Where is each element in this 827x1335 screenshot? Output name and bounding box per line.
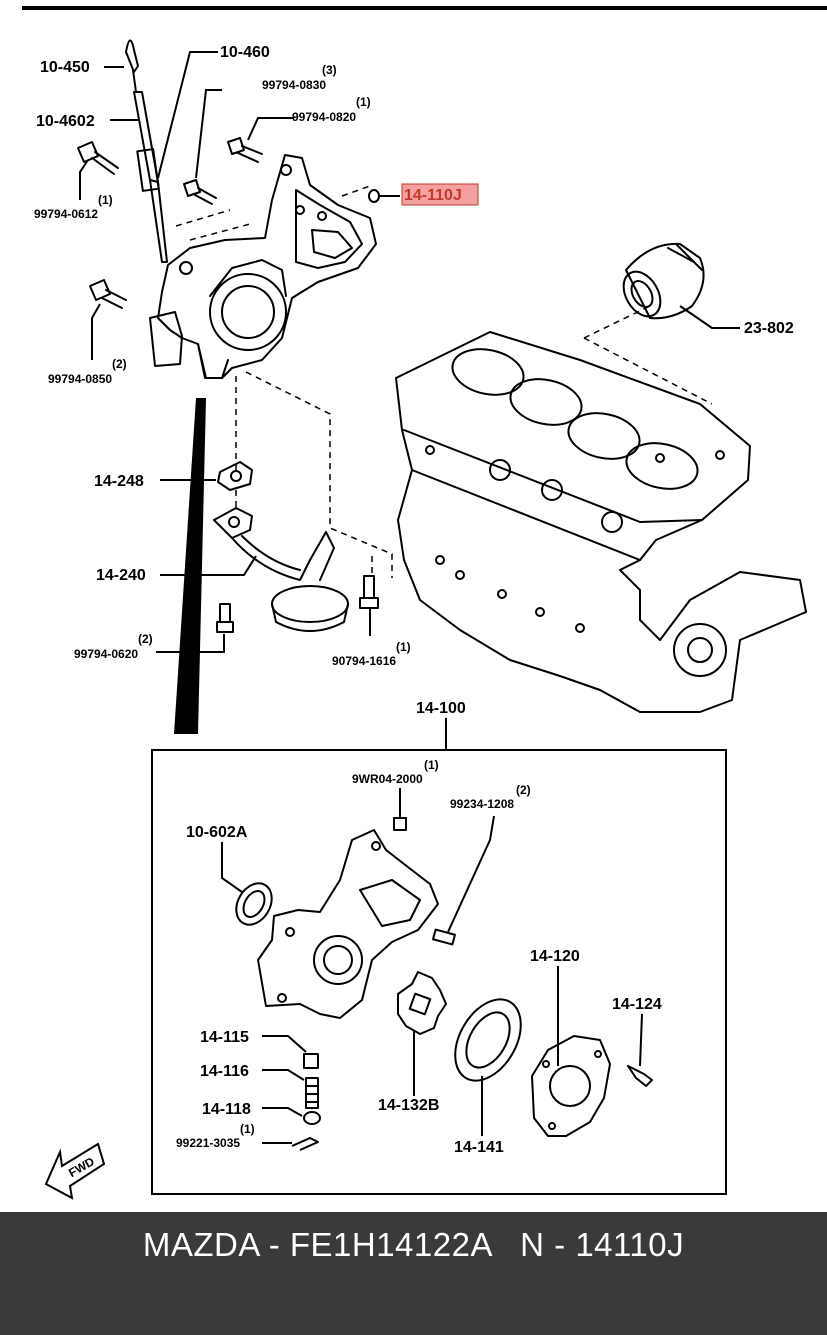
label-9wr04-2000: 9WR04-2000: [352, 772, 423, 786]
label-23-802: 23-802: [744, 320, 794, 337]
label-99794-0820: 99794-0820: [292, 110, 356, 124]
label-14-118: 14-118: [202, 1101, 251, 1118]
bolt-1616-drawing: [359, 575, 379, 609]
label-14-248: 14-248: [94, 473, 144, 490]
gasket-drawing: [217, 461, 253, 491]
label-99794-0612: 99794-0612: [34, 207, 98, 221]
qty-1208: (2): [516, 783, 531, 797]
label-14-240: 14-240: [96, 567, 146, 584]
label-99794-0850: 99794-0850: [48, 372, 112, 386]
leader-lines-upper: [79, 51, 740, 750]
highlight-box: [401, 183, 479, 206]
label-14-141: 14-141: [454, 1139, 504, 1156]
label-14-120: 14-120: [530, 948, 580, 965]
qty-0620: (2): [138, 632, 153, 646]
engine-block-drawing: [395, 331, 807, 713]
label-10-460: 10-460: [220, 44, 270, 61]
qty-2000: (1): [424, 758, 439, 772]
qty-3035: (1): [240, 1122, 255, 1136]
label-99234-1208: 99234-1208: [450, 797, 514, 811]
bolt-0612-drawing: [77, 141, 119, 175]
qty-0850: (2): [112, 357, 127, 371]
footer-bar: [0, 1212, 827, 1335]
kit-parts-drawing: [235, 817, 653, 1151]
leader-lines-lower: [221, 788, 643, 1144]
label-14-100: 14-100: [416, 700, 466, 717]
kit-box: [151, 749, 727, 1195]
front-cover-drawing: [149, 154, 377, 379]
bolt-0820-drawing: [227, 137, 263, 163]
label-14-116: 14-116: [200, 1063, 249, 1080]
label-14-115: 14-115: [200, 1029, 249, 1046]
label-14-132b: 14-132B: [378, 1097, 439, 1114]
bolt-0620-drawing: [216, 603, 234, 633]
assembly-dashed-lines: [175, 185, 713, 578]
qty-0820: (1): [356, 95, 371, 109]
qty-0612: (1): [98, 193, 113, 207]
dipstick-drawing: [125, 39, 168, 263]
label-99221-3035: 99221-3035: [176, 1136, 240, 1150]
label-99794-0620: 99794-0620: [74, 647, 138, 661]
label-10-4602: 10-4602: [36, 113, 95, 130]
fwd-arrow: FWD: [44, 1142, 106, 1200]
oil-strainer-drawing: [213, 507, 349, 632]
label-14-124: 14-124: [612, 996, 662, 1013]
top-border: [22, 6, 827, 10]
label-90794-1616: 90794-1616: [332, 654, 396, 668]
qty-1616: (1): [396, 640, 411, 654]
footer-caption: MAZDA - FE1H14122A N - 14110J: [142, 1226, 685, 1263]
label-10-450: 10-450: [40, 59, 90, 76]
o-ring-drawing: [368, 189, 380, 203]
bolt-0850-drawing: [89, 279, 127, 309]
qty-0830: (3): [322, 63, 337, 77]
pointer-wedge: [174, 398, 206, 734]
parts-diagram: FWD 10-450 10-460 10-4602 (3) 99794-0830…: [22, 6, 827, 1200]
label-99794-0830: 99794-0830: [262, 78, 326, 92]
label-14-110j: 14-110J: [404, 187, 462, 204]
label-10-602a: 10-602A: [186, 824, 248, 841]
bolt-0830-drawing: [183, 179, 217, 205]
oil-filter-drawing: [622, 242, 705, 320]
